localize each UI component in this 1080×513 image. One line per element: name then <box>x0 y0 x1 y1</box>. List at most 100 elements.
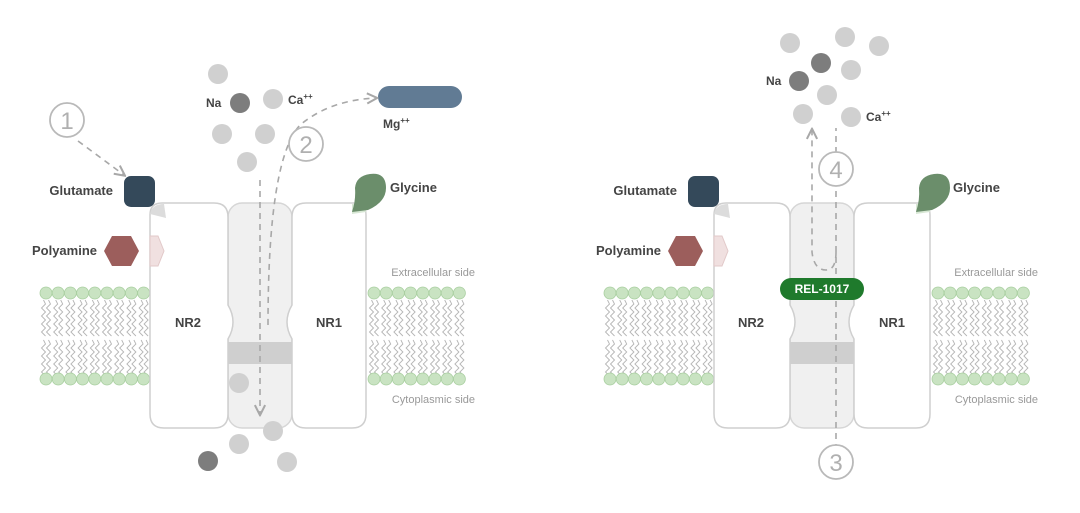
ca-text: Ca <box>288 93 304 107</box>
step-1-number: 1 <box>60 108 73 135</box>
lipid-head <box>88 372 102 386</box>
lipid-tail <box>422 299 428 337</box>
lipid-head <box>652 286 666 300</box>
lipid-tail <box>94 339 100 377</box>
lipid-head <box>137 286 151 300</box>
lipid-head <box>701 286 714 300</box>
lipid-tail <box>690 299 696 337</box>
lipid-head <box>956 372 969 386</box>
lipid-tail <box>53 339 59 377</box>
lipid-head <box>124 286 138 300</box>
lipid-tail <box>138 299 144 337</box>
lipid-tail <box>932 299 939 337</box>
lipid-tail <box>126 339 132 377</box>
lipid-head <box>64 286 77 300</box>
lipid-tail <box>58 339 64 377</box>
left-membrane-left <box>39 286 151 386</box>
lipid-tail <box>683 299 689 337</box>
lipid-tail <box>373 299 380 337</box>
polyamine-icon <box>668 236 703 266</box>
polyamine-icon <box>104 236 139 266</box>
lipid-head <box>100 286 114 300</box>
nr1-label: NR1 <box>316 315 342 330</box>
lipid-tail <box>981 299 987 337</box>
lipid-head <box>689 372 702 386</box>
lipid-tail <box>622 339 628 377</box>
lipid-tail <box>131 339 137 377</box>
nr2-subunit <box>713 202 796 429</box>
ion <box>835 27 855 47</box>
lipid-tail <box>101 299 108 337</box>
lipid-tail <box>646 299 652 337</box>
lipid-tail <box>58 299 64 337</box>
ion <box>255 124 275 144</box>
lipid-head <box>124 372 138 386</box>
lipid-head <box>367 286 381 300</box>
pore-band <box>780 342 864 364</box>
ion <box>212 124 232 144</box>
lipid-head <box>676 286 690 300</box>
mg-expulsion-arrow <box>267 98 376 326</box>
ca-charge: ++ <box>303 92 313 101</box>
ion-na <box>230 93 250 113</box>
step-2-marker <box>288 126 324 162</box>
lipid-tail <box>429 299 436 337</box>
step-3-marker <box>818 444 854 480</box>
glycine-label: Glycine <box>953 180 1000 195</box>
lipid-tail <box>707 299 713 337</box>
lipid-head <box>137 372 151 386</box>
ion-reflux-arrow <box>812 130 837 271</box>
lipid-head <box>404 286 418 300</box>
lipid-head <box>112 286 126 300</box>
lipid-tail <box>678 339 684 377</box>
lipid-tail <box>695 299 701 337</box>
lipid-head <box>379 286 393 300</box>
step1-arrow <box>77 140 124 175</box>
na-label: Na <box>206 96 222 110</box>
lipid-tail <box>442 299 448 337</box>
lipid-head <box>391 286 405 300</box>
nr1-subunit <box>848 202 931 429</box>
ion <box>817 85 837 105</box>
lipid-head <box>943 286 957 300</box>
right-panel: REL-1017 4 3 Glutamate Polyamine Glycine… <box>596 27 1038 480</box>
lipid-tail <box>65 299 71 337</box>
lipid-tail <box>53 299 59 337</box>
lipid-tail <box>1018 339 1024 377</box>
lipid-tail <box>937 299 944 337</box>
lipid-head <box>664 286 678 300</box>
ion <box>237 152 257 172</box>
lipid-tail <box>143 299 149 337</box>
lipid-tail <box>45 339 52 377</box>
lipid-tail <box>986 339 992 377</box>
lipid-tail <box>45 299 52 337</box>
lipid-tail <box>937 339 944 377</box>
left-membrane-right <box>367 286 466 386</box>
lipid-tail <box>422 339 428 377</box>
lipid-tail <box>690 339 696 377</box>
lipid-head <box>664 372 678 386</box>
lipid-tail <box>609 339 616 377</box>
ca-label: Ca++ <box>288 92 313 107</box>
glutamate-binding-site <box>150 204 166 218</box>
lipid-tail <box>447 299 453 337</box>
lipid-head <box>992 286 1006 300</box>
lipid-head <box>640 286 653 300</box>
lipid-tail <box>957 299 963 337</box>
lipid-tail <box>393 299 399 337</box>
lipid-head <box>440 286 454 300</box>
lipid-tail <box>678 299 684 337</box>
ion <box>841 60 861 80</box>
lipid-tail <box>950 339 956 377</box>
lipid-tail <box>981 339 987 377</box>
ion <box>263 421 283 441</box>
lipid-tail <box>101 339 108 377</box>
lipid-tail <box>106 339 113 377</box>
ion <box>277 452 297 472</box>
lipid-tail <box>65 339 71 377</box>
lipid-tail <box>658 299 664 337</box>
lipid-tail <box>974 339 980 377</box>
lipid-head <box>968 286 981 300</box>
lipid-tail <box>998 339 1005 377</box>
